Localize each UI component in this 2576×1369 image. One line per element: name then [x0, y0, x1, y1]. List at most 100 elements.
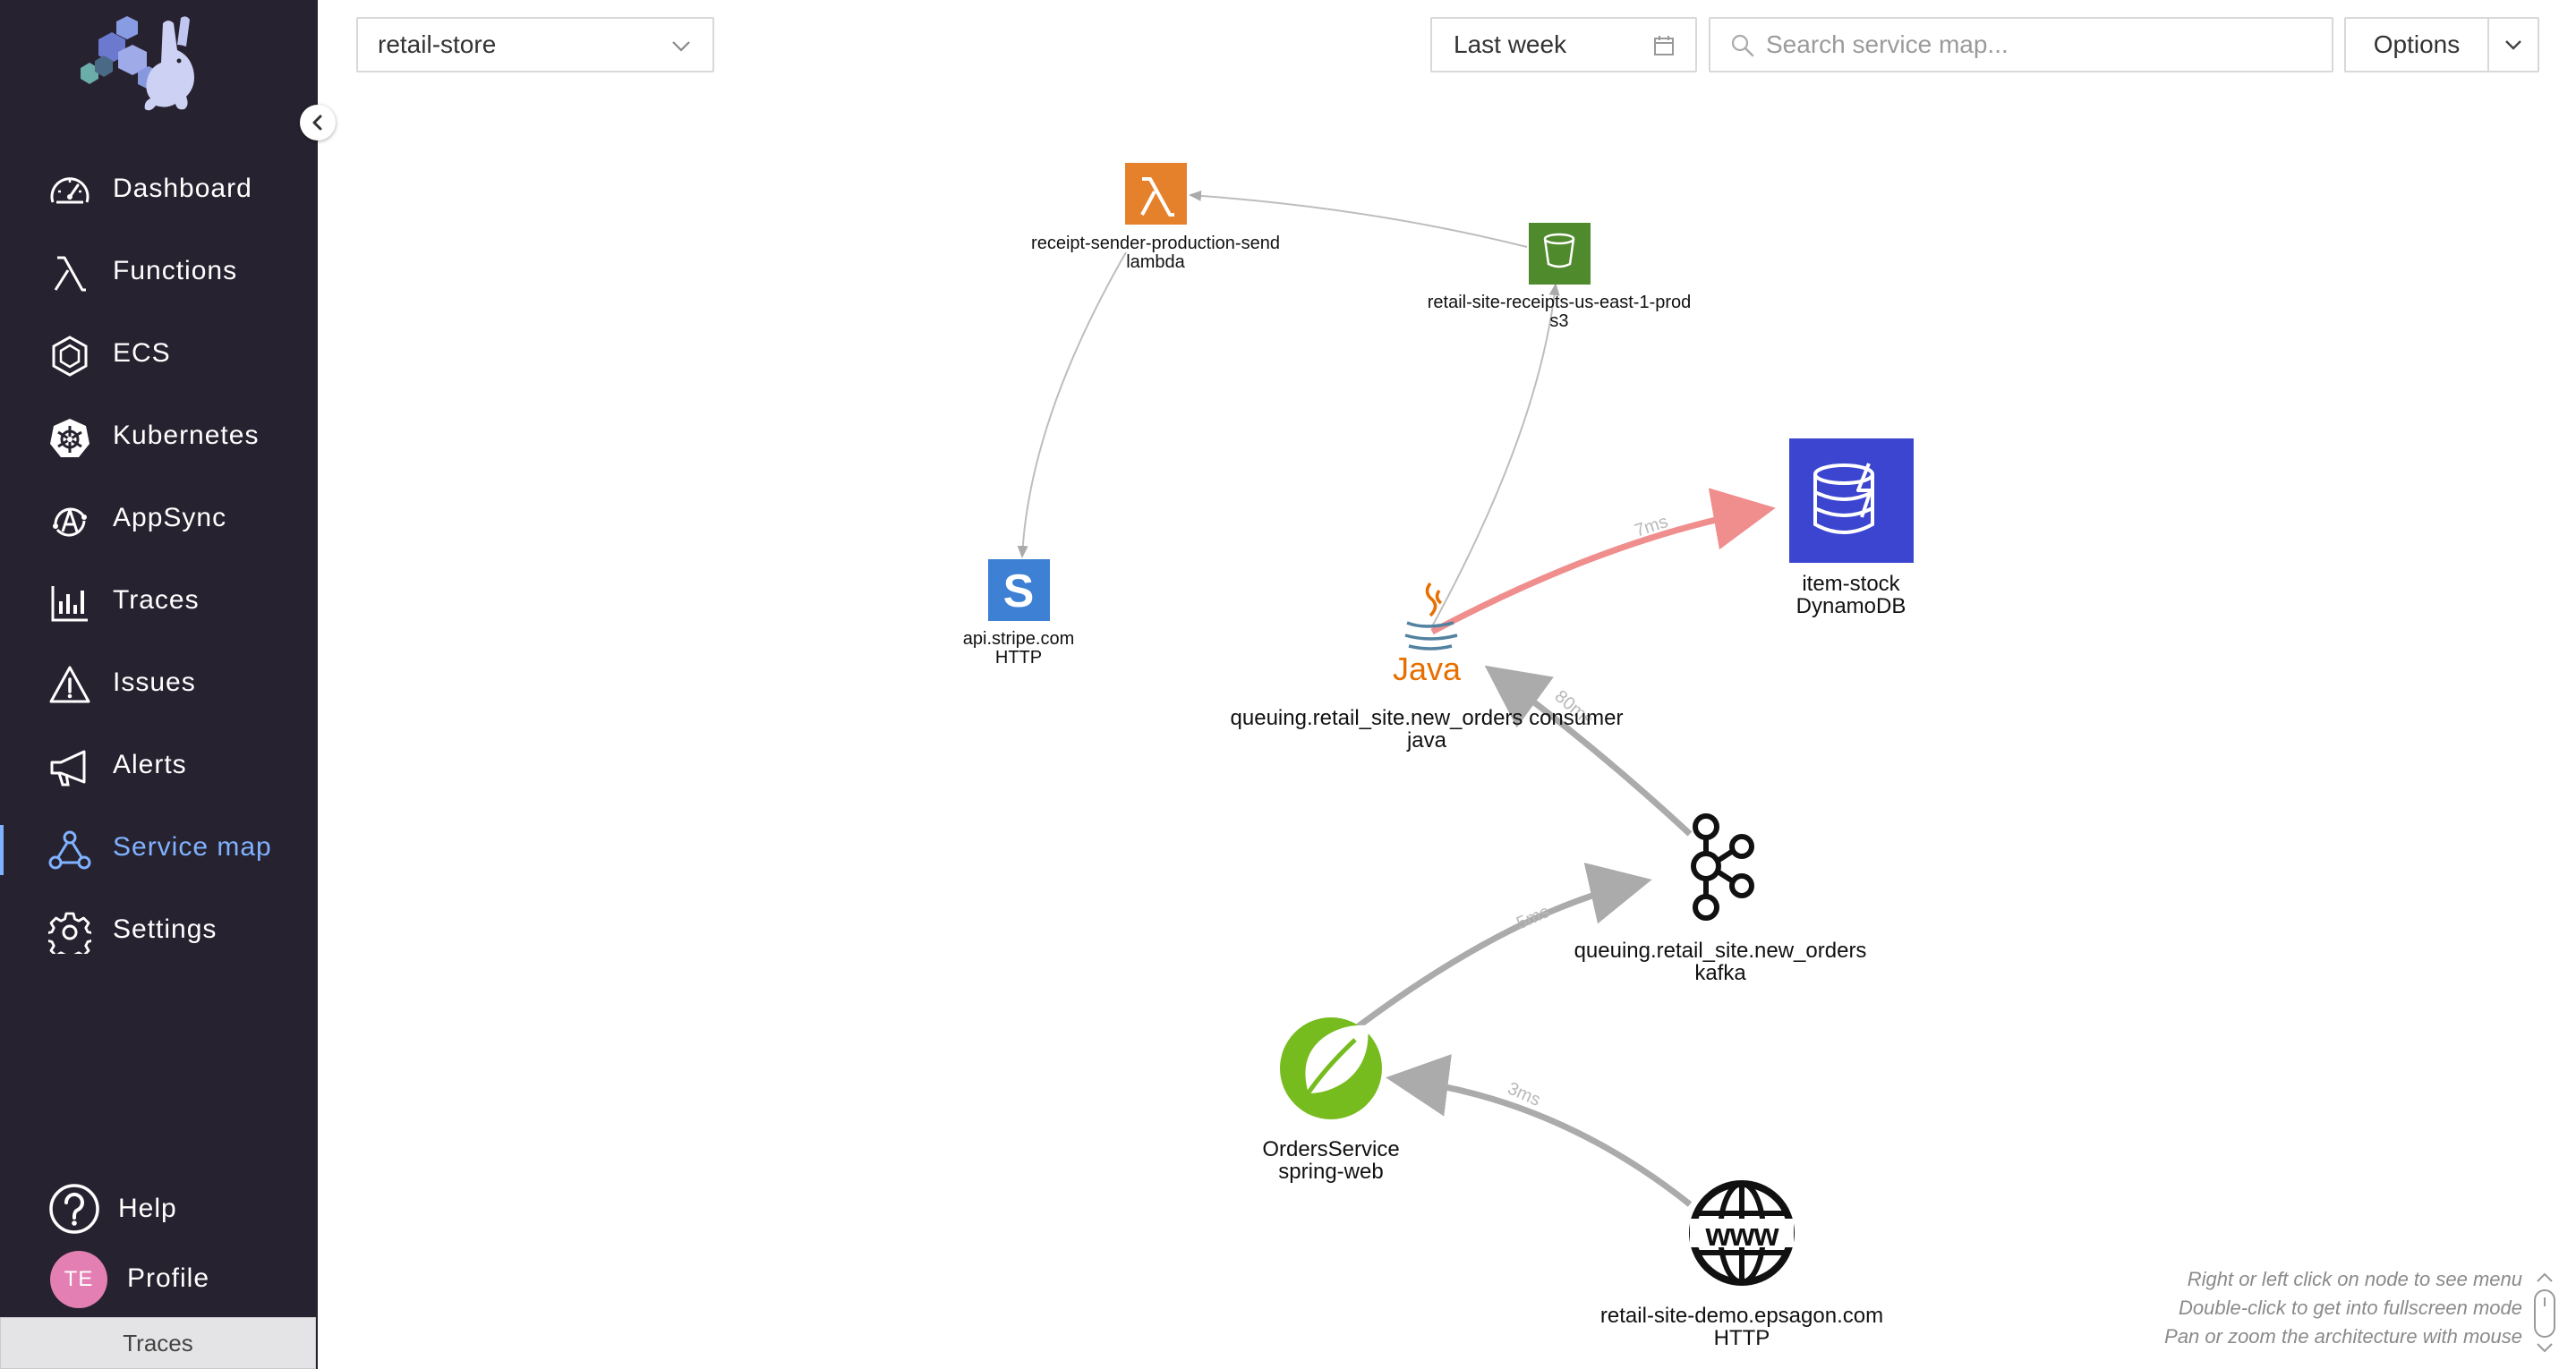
- node-s3[interactable]: [1529, 223, 1591, 285]
- node-kafka[interactable]: [1691, 813, 1754, 921]
- kafka-icon: [1691, 813, 1754, 921]
- node-type: lambda: [1126, 252, 1185, 272]
- megaphone-icon: [50, 750, 86, 787]
- help-label: Help: [118, 1194, 177, 1223]
- edge-s3-to-lambda[interactable]: [1189, 190, 1528, 248]
- sidebar-item-label: AppSync: [113, 503, 227, 532]
- help-button[interactable]: Help: [0, 1172, 318, 1244]
- chevron-left-icon: [312, 115, 322, 131]
- gear-icon: [48, 912, 91, 954]
- s3-bucket-icon: [1529, 223, 1591, 285]
- application-select[interactable]: retail-store: [356, 17, 714, 72]
- chevron-down-icon: [2505, 40, 2521, 50]
- search-input[interactable]: [1764, 30, 2314, 60]
- traces-bottom-tab[interactable]: Traces: [0, 1317, 316, 1369]
- question-circle-icon: [49, 1184, 99, 1234]
- sidebar-item-traces[interactable]: Traces: [0, 562, 318, 644]
- node-java[interactable]: Java: [1393, 582, 1462, 687]
- node-label-kafka: queuing.retail_site.new_orders kafka: [1574, 940, 1867, 984]
- sidebar-item-label: Dashboard: [113, 174, 252, 203]
- node-type: kafka: [1694, 961, 1746, 985]
- chevron-down-icon: [672, 41, 690, 52]
- node-name: receipt-sender-production-send: [1031, 234, 1280, 253]
- node-type: HTTP: [1713, 1326, 1770, 1350]
- node-name: queuing.retail_site.new_orders consumer: [1230, 706, 1624, 730]
- application-select-value: retail-store: [378, 30, 497, 58]
- node-lambda[interactable]: [1125, 163, 1187, 225]
- hint-line: Double-click to get into fullscreen mode: [2179, 1297, 2522, 1319]
- sidebar-item-ecs[interactable]: ECS: [0, 315, 318, 397]
- hint-line: Right or left click on node to see menu: [2187, 1268, 2522, 1290]
- edge-lambda-to-stripe[interactable]: [1017, 251, 1127, 558]
- node-type: DynamoDB: [1796, 594, 1906, 618]
- edge-latency-spring-kafka: 5ms: [1514, 902, 1552, 933]
- node-label-stripe: api.stripe.com HTTP: [963, 630, 1075, 667]
- node-spring[interactable]: [1280, 1017, 1382, 1119]
- ecs-hexagon-icon: [52, 336, 88, 377]
- search-box: [1709, 17, 2333, 72]
- sidebar-item-issues[interactable]: Issues: [0, 644, 318, 727]
- edge-java-to-dynamodb[interactable]: [1430, 488, 1776, 635]
- sidebar-item-label: ECS: [113, 338, 171, 368]
- node-type: HTTP: [994, 648, 1043, 667]
- node-type: java: [1406, 728, 1447, 753]
- epsagon-rabbit-logo[interactable]: [63, 13, 242, 120]
- sidebar-nav: Dashboard Functions ECS Kubernetes AppSy…: [0, 150, 318, 974]
- svg-text:Java: Java: [1393, 650, 1462, 687]
- node-label-s3: retail-site-receipts-us-east-1-prod s3: [1428, 293, 1692, 331]
- profile-button[interactable]: TE Profile: [0, 1246, 318, 1312]
- sidebar-item-label: Functions: [113, 256, 238, 285]
- speedometer-icon: [50, 177, 90, 204]
- node-name: OrdersService: [1262, 1137, 1400, 1161]
- node-name: retail-site-receipts-us-east-1-prod: [1427, 293, 1692, 312]
- edge-kafka-to-java[interactable]: [1484, 665, 1693, 837]
- profile-label: Profile: [127, 1263, 210, 1293]
- sidebar-item-dashboard[interactable]: Dashboard: [0, 150, 318, 233]
- mouse-scroll-icon: [2534, 1272, 2555, 1353]
- sidebar-item-alerts[interactable]: Alerts: [0, 727, 318, 809]
- node-dynamodb[interactable]: [1789, 438, 1914, 563]
- service-map-icon: [48, 830, 91, 870]
- options-dropdown-button[interactable]: [2487, 17, 2539, 72]
- sidebar-item-service-map[interactable]: Service map: [0, 809, 318, 891]
- sidebar-item-label: Kubernetes: [113, 421, 260, 450]
- node-name: retail-site-demo.epsagon.com: [1599, 1304, 1884, 1328]
- node-label-www: retail-site-demo.epsagon.com HTTP: [1600, 1305, 1883, 1349]
- www-globe-icon: www: [1689, 1180, 1795, 1286]
- node-name: queuing.retail_site.new_orders: [1574, 939, 1867, 963]
- sidebar-item-appsync[interactable]: AppSync: [0, 480, 318, 562]
- spring-leaf-icon: [1280, 1017, 1382, 1119]
- edge-java-to-s3[interactable]: [1431, 283, 1560, 627]
- node-type: spring-web: [1278, 1160, 1384, 1184]
- sidebar-item-settings[interactable]: Settings: [0, 891, 318, 974]
- edge-spring-to-kafka[interactable]: [1331, 863, 1652, 1048]
- lambda-icon: [54, 256, 86, 292]
- node-www[interactable]: www: [1689, 1180, 1795, 1286]
- map-hints: Right or left click on node to see menu …: [2164, 1265, 2522, 1351]
- node-label-dynamodb: item-stock DynamoDB: [1796, 573, 1906, 617]
- sidebar-item-label: Service map: [113, 832, 272, 862]
- avatar: TE: [50, 1251, 107, 1308]
- java-icon: Java: [1393, 582, 1462, 687]
- sidebar-item-label: Traces: [113, 585, 200, 615]
- node-stripe[interactable]: S: [988, 559, 1050, 621]
- svg-text:S: S: [1003, 565, 1035, 617]
- calendar-icon: [1654, 36, 1674, 55]
- collapse-sidebar-button[interactable]: [300, 105, 336, 140]
- node-type: s3: [1549, 311, 1569, 331]
- service-map-canvas[interactable]: 7ms 80ms 5ms 3ms S: [318, 81, 2576, 1369]
- options-button[interactable]: Options: [2344, 17, 2489, 72]
- sidebar-item-functions[interactable]: Functions: [0, 233, 318, 315]
- aws-lambda-icon: [1125, 163, 1187, 225]
- edge-www-to-spring[interactable]: [1386, 1054, 1693, 1207]
- node-name: api.stripe.com: [962, 629, 1075, 649]
- options-label: Options: [2373, 30, 2461, 58]
- date-range-picker[interactable]: Last week: [1430, 17, 1697, 72]
- hint-line: Pan or zoom the architecture with mouse: [2164, 1325, 2522, 1348]
- node-name: item-stock: [1802, 572, 1900, 596]
- sidebar-item-kubernetes[interactable]: Kubernetes: [0, 397, 318, 480]
- search-icon: [1731, 34, 1754, 57]
- node-label-lambda: receipt-sender-production-send lambda: [1031, 234, 1280, 272]
- bar-chart-icon: [51, 586, 88, 622]
- warning-triangle-icon: [49, 666, 90, 703]
